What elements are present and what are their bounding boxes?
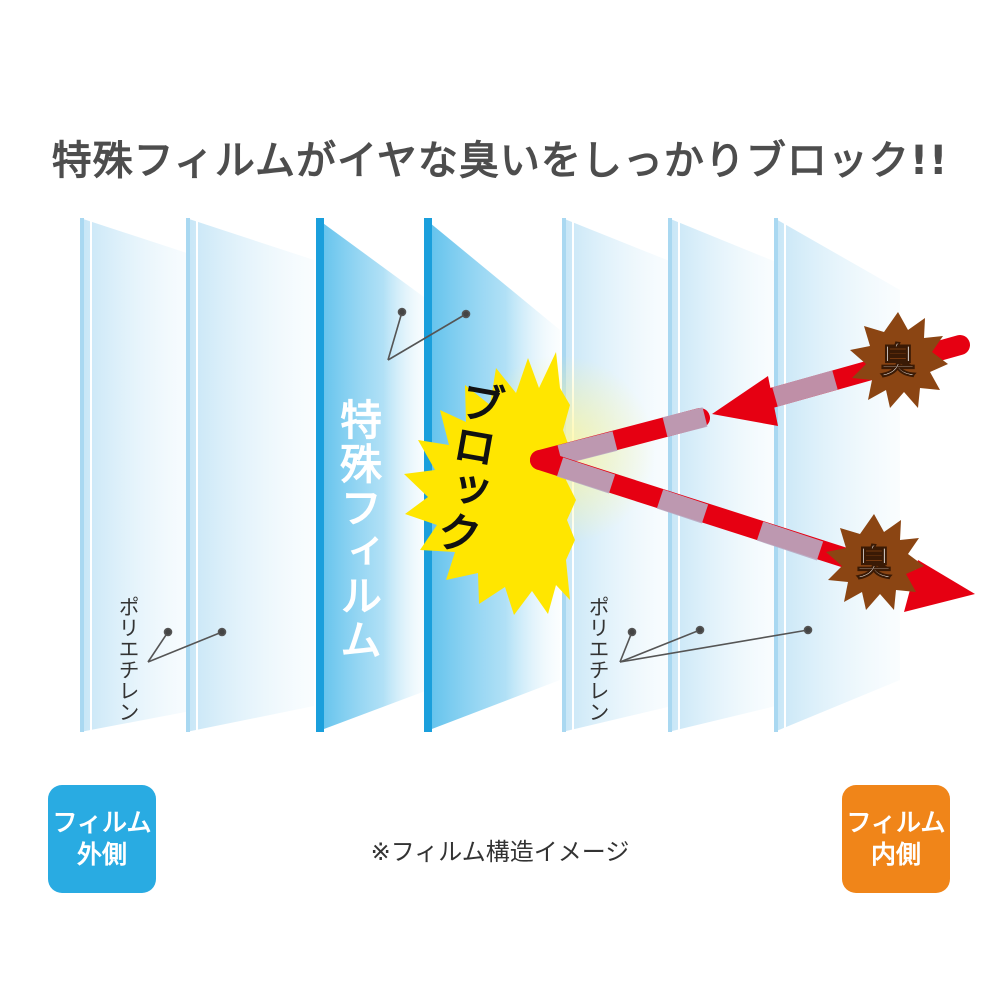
poly-label-inner: ポリエチレン [586,596,610,722]
odor-blob-upper: 臭 [850,312,948,408]
special-film-1 [316,218,428,732]
poly-film-inner-3 [774,218,900,732]
headline: 特殊フィルムがイヤな臭いをしっかりブロック!! [51,138,949,184]
poly-film-outer-2 [186,218,314,732]
inner-badge-line1: フィルム [846,807,946,837]
inner-side-badge: フィルム 内側 [842,785,950,893]
odor-label-lower: 臭 [856,543,892,584]
outer-badge-line2: 外側 [76,840,127,869]
special-film-leaders [387,307,471,361]
block-burst [404,352,576,615]
outer-badge-line1: フィルム [52,807,152,837]
poly-inner-leaders [619,625,813,663]
reflection-arrow-upper [530,407,710,470]
poly-film-inner-2 [668,218,776,732]
poly-label-outer: ポリエチレン [116,596,140,722]
poly-outer-leaders [147,627,227,663]
inner-badge-line2: 内側 [870,840,921,869]
outer-side-badge: フィルム 外側 [48,785,156,893]
special-film-label: 特殊フィルム [334,398,383,662]
odor-label-upper: 臭 [880,341,916,382]
poly-film-outer-1 [80,218,196,732]
odor-blob-lower: 臭 [826,514,924,610]
structure-note: ※フィルム構造イメージ [370,838,630,866]
